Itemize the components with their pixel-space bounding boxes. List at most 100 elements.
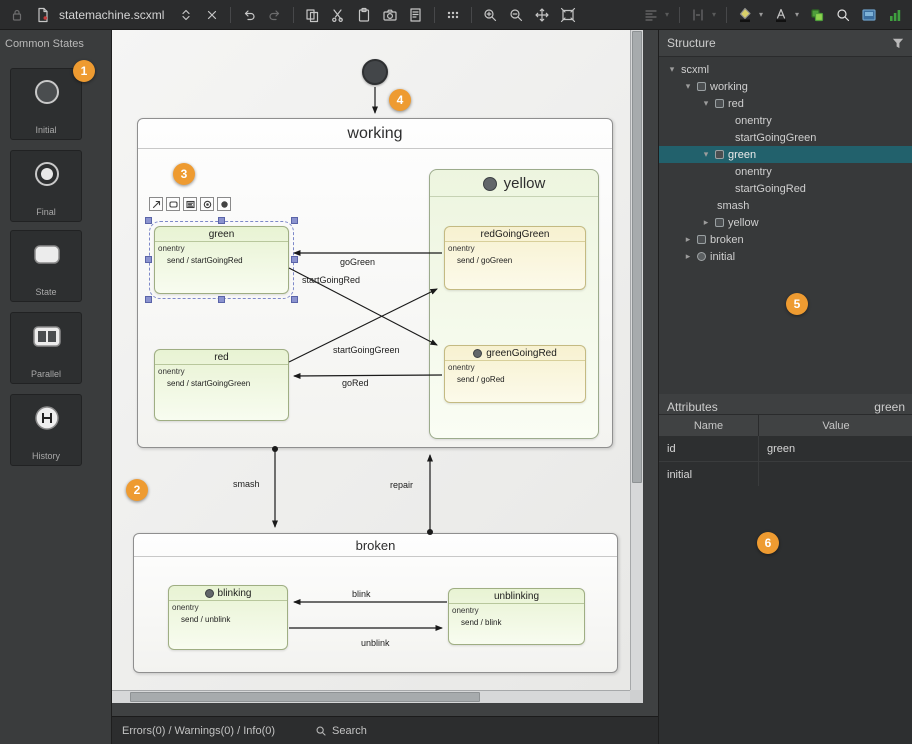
resize-handle[interactable] — [145, 296, 152, 303]
transition-label-startgoingred[interactable]: startGoingRed — [302, 275, 361, 285]
tree-item-working[interactable]: working — [659, 78, 912, 95]
align-icon[interactable] — [639, 3, 663, 27]
tree-item-broken[interactable]: broken — [659, 231, 912, 248]
chevron-right-icon[interactable] — [701, 217, 711, 228]
resize-handle[interactable] — [291, 217, 298, 224]
chevron-down-icon[interactable] — [667, 64, 677, 75]
state-red[interactable]: red onentry send / startGoingGreen — [154, 349, 289, 421]
final-tool-icon[interactable] — [200, 197, 214, 211]
state-unblinking[interactable]: unblinking onentry send / blink — [448, 588, 585, 645]
filter-icon[interactable] — [891, 36, 905, 50]
chevron-down-icon[interactable] — [712, 10, 720, 19]
vertical-scrollbar-thumb[interactable] — [632, 31, 642, 483]
font-color-icon[interactable] — [769, 3, 793, 27]
tree-item-startgoingred[interactable]: startGoingRed — [659, 180, 912, 197]
tree-item-initial[interactable]: initial — [659, 248, 912, 265]
undo-icon[interactable] — [237, 3, 261, 27]
document-switcher-icon[interactable] — [174, 3, 198, 27]
color-theme-icon[interactable] — [805, 3, 829, 27]
zoom-out-icon[interactable] — [504, 3, 528, 27]
transition-tool-icon[interactable] — [149, 197, 163, 211]
resize-handle[interactable] — [291, 256, 298, 263]
zoom-in-icon[interactable] — [478, 3, 502, 27]
tree-item-scxml[interactable]: scxml — [659, 61, 912, 78]
history-state-icon — [35, 406, 59, 430]
copy-icon[interactable] — [300, 3, 324, 27]
distribute-icon[interactable] — [686, 3, 710, 27]
close-icon[interactable] — [200, 3, 224, 27]
tree-item-onentry[interactable]: onentry — [659, 112, 912, 129]
transition-label-gogreen[interactable]: goGreen — [340, 257, 376, 267]
panel-preview-icon[interactable] — [857, 3, 881, 27]
pan-icon[interactable] — [530, 3, 554, 27]
chevron-down-icon[interactable] — [759, 10, 767, 19]
transition-label-repair[interactable]: repair — [390, 480, 414, 490]
issues-summary[interactable]: Errors(0) / Warnings(0) / Info(0) — [122, 724, 276, 737]
chevron-down-icon[interactable] — [701, 98, 711, 109]
attribute-row-id[interactable]: id green — [659, 436, 912, 462]
fit-to-view-icon[interactable] — [556, 3, 580, 27]
transition-label-smash[interactable]: smash — [233, 479, 260, 489]
lock-icon[interactable] — [5, 3, 29, 27]
transition-label-blink[interactable]: blink — [352, 589, 371, 599]
statistics-icon[interactable] — [883, 3, 907, 27]
palette-item-state[interactable]: State — [10, 230, 82, 302]
transition-label-unblink[interactable]: unblink — [361, 638, 390, 648]
initial-state-node[interactable] — [362, 59, 388, 85]
resize-handle[interactable] — [291, 296, 298, 303]
chevron-down-icon[interactable] — [701, 149, 711, 160]
attribute-value[interactable]: green — [767, 442, 796, 455]
state-redgoinggreen[interactable]: redGoingGreen onentry send / goGreen — [444, 226, 586, 290]
tree-item-smash[interactable]: smash — [659, 197, 912, 214]
canvas-area: working green onentry send / startGoingR… — [112, 30, 658, 716]
chevron-down-icon[interactable] — [665, 10, 673, 19]
resize-handle[interactable] — [217, 296, 225, 303]
search-icon[interactable] — [831, 3, 855, 27]
chevron-right-icon[interactable] — [683, 251, 693, 262]
palette-item-initial[interactable]: Initial — [10, 68, 82, 140]
vertical-scrollbar[interactable] — [630, 30, 643, 690]
chevron-down-icon[interactable] — [683, 81, 693, 92]
send-tool-icon[interactable] — [183, 197, 197, 211]
transition-label-startgoinggreen[interactable]: startGoingGreen — [333, 345, 400, 355]
horizontal-scrollbar-thumb[interactable] — [130, 692, 480, 702]
palette-item-parallel[interactable]: Parallel — [10, 312, 82, 384]
state-green[interactable]: green onentry send / startGoingRed — [145, 217, 298, 303]
common-states-panel: Common States Initial Final State Parall… — [0, 30, 112, 744]
fill-color-icon[interactable] — [733, 3, 757, 27]
search-control[interactable]: Search — [315, 725, 367, 737]
horizontal-scrollbar[interactable] — [112, 690, 630, 703]
tree-item-onentry[interactable]: onentry — [659, 163, 912, 180]
grid-icon[interactable] — [441, 3, 465, 27]
transition-label-gored[interactable]: goRed — [342, 378, 369, 388]
tree-item-startgoinggreen[interactable]: startGoingGreen — [659, 129, 912, 146]
resize-handle[interactable] — [145, 217, 152, 224]
resize-handle[interactable] — [217, 217, 225, 224]
resize-handle[interactable] — [145, 256, 152, 263]
column-header-value[interactable]: Value — [822, 420, 850, 432]
palette-item-final[interactable]: Final — [10, 150, 82, 222]
tree-item-green[interactable]: green — [659, 146, 912, 163]
state-title: unblinking — [449, 589, 584, 604]
attribute-row-initial[interactable]: initial — [659, 462, 912, 488]
attribute-value[interactable] — [759, 462, 912, 487]
state-tool-icon[interactable] — [166, 197, 180, 211]
paste-icon[interactable] — [352, 3, 376, 27]
state-working[interactable]: working green onentry send / startGoingR… — [137, 118, 613, 448]
state-greengoingred[interactable]: greenGoingRed onentry send / goRed — [444, 345, 586, 403]
export-icon[interactable] — [404, 3, 428, 27]
palette-item-history[interactable]: History — [10, 394, 82, 466]
tree-item-red[interactable]: red — [659, 95, 912, 112]
column-header-name[interactable]: Name — [659, 415, 759, 437]
cut-icon[interactable] — [326, 3, 350, 27]
redo-icon[interactable] — [263, 3, 287, 27]
state-yellow[interactable]: yellow redGoingGreen onentry send / goGr… — [429, 169, 599, 439]
initial-tool-icon[interactable] — [217, 197, 231, 211]
state-chart-canvas[interactable]: working green onentry send / startGoingR… — [112, 30, 630, 690]
state-blinking[interactable]: blinking onentry send / unblink — [168, 585, 288, 650]
chevron-down-icon[interactable] — [795, 10, 803, 19]
tree-item-yellow[interactable]: yellow — [659, 214, 912, 231]
quick-create-toolbar — [149, 197, 231, 211]
chevron-right-icon[interactable] — [683, 234, 693, 245]
screenshot-icon[interactable] — [378, 3, 402, 27]
